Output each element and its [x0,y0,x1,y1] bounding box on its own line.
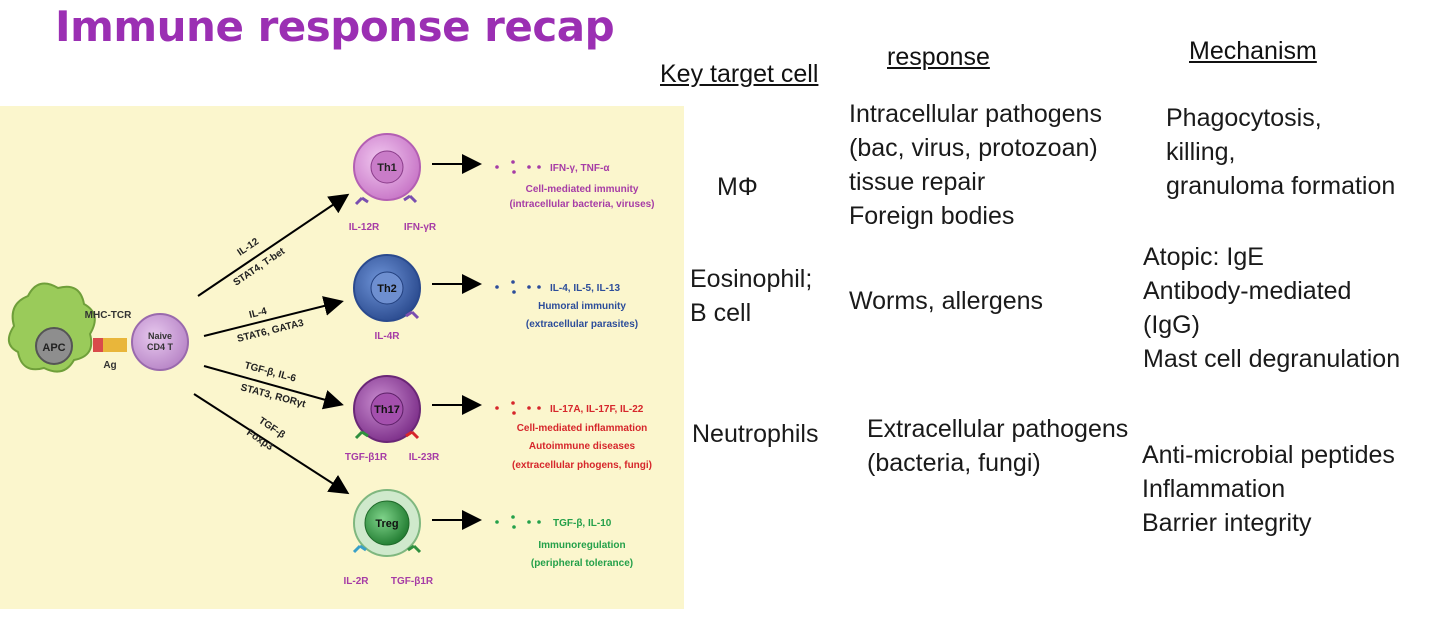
th17-group: Th17 TGF-β1R IL-23R IL-17A, IL-17F, IL-2… [345,375,652,471]
row1-target: MΦ [717,170,758,204]
row2-response-line-1: Worms, allergens [849,287,1044,315]
header-response: response [887,43,990,71]
header-key-target-cell: Key target cell [660,60,819,88]
row2-mechanism: Atopic: IgE Antibody-mediated (IgG) Mast… [1143,240,1400,376]
row1-response-line-1: Intracellular pathogens [849,100,1102,128]
th2-signal-1: IL-4 [248,306,268,321]
naive-label-1: Naive [148,331,172,341]
row2-mechanism-line-4: Mast cell degranulation [1143,345,1401,373]
treg-effect-1: Immunoregulation [538,540,625,551]
row3-response: Extracellular pathogens (bacteria, fungi… [867,412,1128,480]
row1-response-line-4: Foreign bodies [849,202,1015,230]
slide-title: Immune response recap [55,2,615,51]
th17-label: Th17 [374,404,400,416]
row3-mechanism-line-3: Barrier integrity [1142,509,1312,537]
row1-response: Intracellular pathogens (bac, virus, pro… [849,97,1102,233]
th17-effect-2: Autoimmune diseases [529,441,636,452]
th1-cytokines: IFN-γ, TNF-α [550,163,610,174]
row3-target: Neutrophils [692,417,818,451]
row2-mechanism-line-3: (IgG) [1143,311,1200,339]
naive-label-2: CD4 T [147,342,174,352]
row1-mechanism-line-2: killing, [1166,138,1236,166]
row3-mechanism-line-2: Inflammation [1142,475,1286,503]
treg-effect-2: (peripheral tolerance) [531,558,633,569]
treg-group: Treg IL-2R TGF-β1R TGF-β, IL-10 Immunore… [344,489,633,587]
header-mechanism: Mechanism [1189,37,1317,65]
treg-cytokines: TGF-β, IL-10 [553,518,612,529]
ag-label: Ag [103,360,116,371]
th17-effect-3: (extracellular phogens, fungi) [512,460,652,471]
th1-label: Th1 [377,162,397,174]
th17-cytokines: IL-17A, IL-17F, IL-22 [550,404,644,415]
th2-cytokines: IL-4, IL-5, IL-13 [550,283,620,294]
row3-mechanism: Anti-microbial peptides Inflammation Bar… [1142,438,1395,540]
th1-effect-1: Cell-mediated immunity [526,184,639,195]
treg-label: Treg [375,518,398,530]
th2-group: Th2 IL-4R IL-4, IL-5, IL-13 Humoral immu… [353,254,638,342]
th2-receptor-1: IL-4R [375,331,401,342]
row1-mechanism-line-1: Phagocytosis, [1166,104,1322,132]
th1-group: Th1 IL-12R IFN-γR IFN-γ, TNF-α Cell-medi… [349,133,655,233]
th2-signal-2: STAT6, GATA3 [236,318,305,345]
th17-signal-1: TGF-β, IL-6 [243,360,297,384]
th17-signal-2: STAT3, RORγt [239,382,307,410]
treg-receptor-1: IL-2R [344,576,370,587]
th2-effect-1: Humoral immunity [538,301,626,312]
row2-response: Worms, allergens [849,284,1043,318]
arrow-to-th2 [203,296,344,337]
row1-response-line-2: (bac, virus, protozoan) [849,134,1098,162]
row2-target-line-1: Eosinophil; [690,265,813,293]
diagram-svg: APC MHC-TCR Ag Naive CD4 T IL-12 STAT4, … [7,133,655,587]
th17-receptor-1: TGF-β1R [345,452,388,463]
apc-label: APC [42,342,65,354]
row2-mechanism-line-1: Atopic: IgE [1143,243,1264,271]
th1-effect-2: (intracellular bacteria, viruses) [509,199,654,210]
th1-receptor-1: IL-12R [349,222,380,233]
row3-response-line-1: Extracellular pathogens [867,415,1129,443]
arrow-to-th1 [197,193,350,297]
th-differentiation-diagram: APC MHC-TCR Ag Naive CD4 T IL-12 STAT4, … [0,106,684,609]
treg-receptor-2: TGF-β1R [391,576,434,587]
row2-target-line-2: B cell [690,299,752,327]
th2-label: Th2 [377,283,397,295]
th17-receptor-2: IL-23R [409,452,440,463]
row1-target-line: MΦ [717,173,758,201]
th17-effect-1: Cell-mediated inflammation [517,423,648,434]
row2-target: Eosinophil; B cell [690,262,812,330]
arrow-to-treg [193,393,350,495]
mhc-tcr-label: MHC-TCR [85,310,132,321]
row2-mechanism-line-2: Antibody-mediated [1143,277,1352,305]
row3-mechanism-line-1: Anti-microbial peptides [1142,441,1395,469]
row1-mechanism: Phagocytosis, killing, granuloma formati… [1166,101,1395,203]
arrow-to-th17 [203,365,344,410]
th1-receptor-2: IFN-γR [404,222,437,233]
row1-mechanism-line-3: granuloma formation [1166,172,1396,200]
row3-response-line-2: (bacteria, fungi) [867,449,1041,477]
row3-target-line-1: Neutrophils [692,420,819,448]
th2-effect-2: (extracellular parasites) [526,319,638,330]
row1-response-line-3: tissue repair [849,168,986,196]
